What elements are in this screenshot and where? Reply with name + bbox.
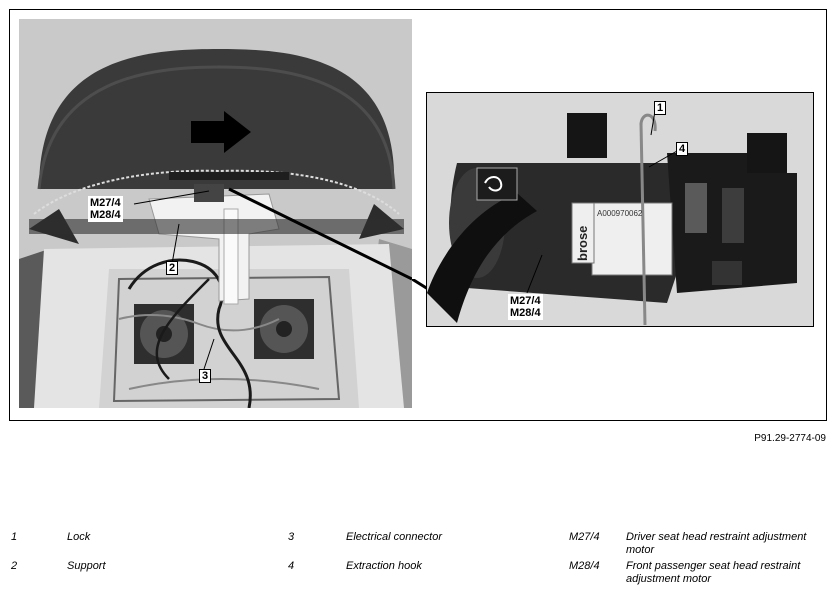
callout-main-motor: M27/4 M28/4: [88, 196, 123, 222]
legend-key-m28: M28/4: [569, 560, 600, 572]
inset-photo: brose A000970062: [426, 92, 814, 327]
seat-illustration: [19, 19, 412, 408]
pointer-line: [412, 279, 428, 291]
part-number-label: A000970062: [597, 209, 643, 218]
callout-inset-4: 4: [676, 142, 689, 156]
legend-key-2: 2: [11, 560, 18, 572]
legend-desc-4: Extraction hook: [346, 560, 422, 572]
callout-main-motor-m27: M27/4: [90, 197, 121, 209]
legend-key-1: 1: [11, 531, 18, 543]
main-photo: [19, 19, 412, 408]
callout-inset-motor: M27/4 M28/4: [508, 294, 543, 320]
callout-main-3: 3: [199, 369, 212, 383]
callout-inset-motor-m27: M27/4: [510, 295, 541, 307]
brand-label: brose: [575, 225, 590, 261]
legend-key-m27: M27/4: [569, 531, 600, 543]
legend-key-3: 3: [288, 531, 295, 543]
callout-main-2: 2: [166, 261, 179, 275]
legend-desc-2: Support: [67, 560, 106, 572]
legend-desc-1: Lock: [67, 531, 91, 543]
figure-reference: P91.29-2774-09: [754, 433, 826, 444]
callout-inset-motor-m28: M28/4: [510, 307, 541, 319]
legend-desc-m27: Driver seat head restraint adjustment mo…: [626, 531, 807, 556]
callout-inset-1: 1: [654, 101, 667, 115]
motor-illustration: [427, 93, 813, 326]
legend-desc-3: Electrical connector: [346, 531, 442, 543]
callout-main-motor-m28: M28/4: [90, 209, 121, 221]
legend-key-4: 4: [288, 560, 295, 572]
legend-desc-m28: Front passenger seat head restraint adju…: [626, 560, 801, 585]
